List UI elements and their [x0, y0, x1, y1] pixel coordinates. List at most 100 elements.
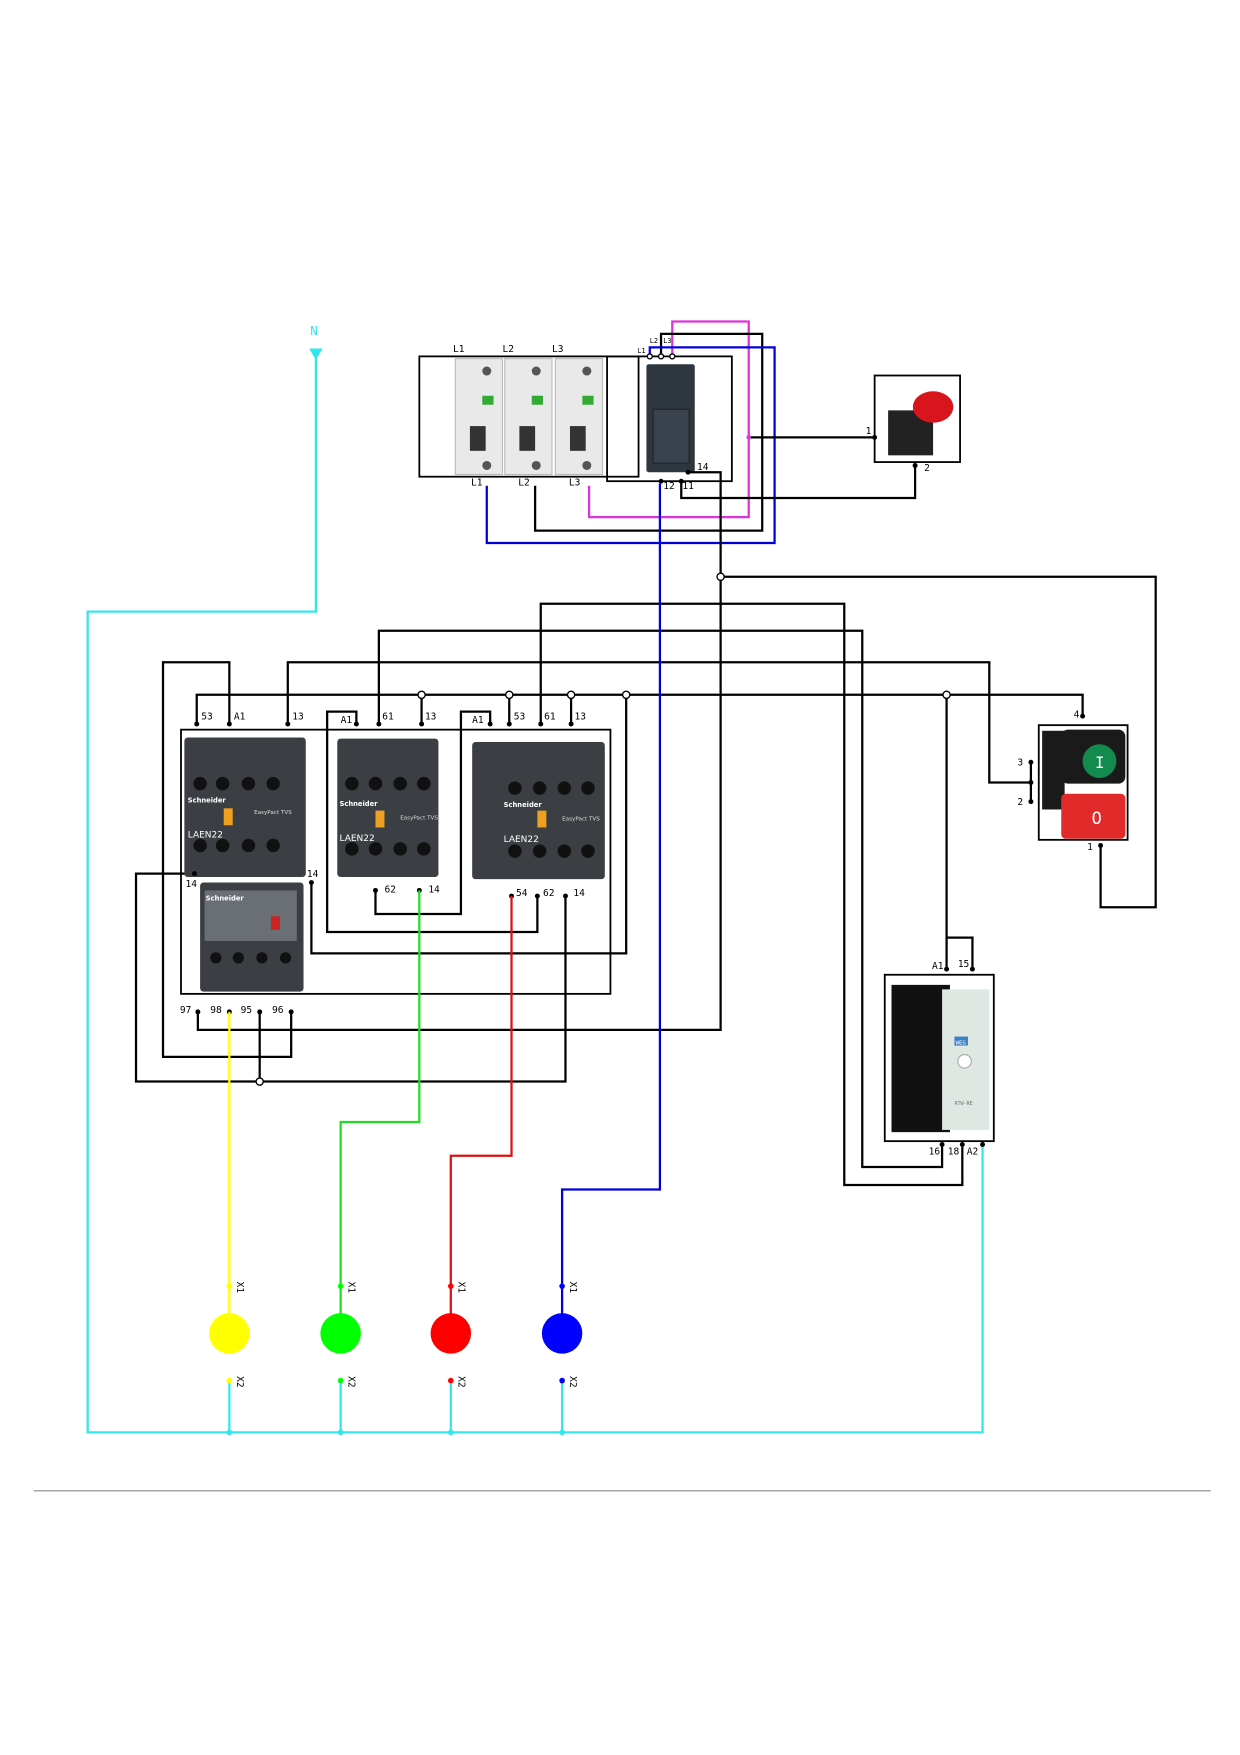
pb-terminal-label: 1 — [1087, 842, 1093, 853]
breaker-top-label: L2 — [503, 344, 514, 355]
k3-terminal-label: 53 — [514, 712, 526, 723]
timer-terminal-label: A1 — [932, 961, 944, 972]
stop-symbol: O — [1092, 808, 1102, 828]
k3-terminal-label: 14 — [573, 888, 585, 899]
overload-terminal-label: 95 — [241, 1005, 252, 1016]
neutral-arrow-icon — [309, 348, 323, 360]
pb-terminal-label: 2 — [1017, 797, 1023, 808]
breaker-bottom-label: L1 — [471, 478, 483, 489]
overload-terminal-label: 98 — [210, 1005, 222, 1016]
blue-lamp-wire — [560, 483, 662, 1334]
breaker-bottom-label: L3 — [569, 478, 581, 489]
lamp-terminal-label: X1 — [234, 1282, 245, 1294]
red-lamp-wire — [449, 896, 513, 1334]
model-text: RTW-RE — [954, 1101, 972, 1107]
green-lamp-wire — [339, 890, 421, 1334]
brand-text: Schneider — [504, 801, 543, 809]
breaker-top-label: L3 — [552, 344, 564, 355]
emergency-stop-button[interactable]: 1 2 — [866, 374, 961, 475]
estop-2-wire — [680, 465, 917, 500]
neutral-label: N — [310, 324, 317, 338]
breaker-3[interactable] — [554, 358, 604, 476]
phase-l3-wire — [587, 320, 750, 519]
model-text: LAEN22 — [188, 831, 223, 841]
pilot-lamp-yellow: X1 X2 — [209, 1282, 250, 1388]
breaker-bottom-label: L2 — [518, 478, 529, 489]
contactor-k1[interactable]: Schneider LAEN22 EasyPact TVS — [184, 737, 306, 877]
series-text: EasyPact TVS — [562, 817, 600, 823]
k3-terminal-label: 61 — [544, 712, 556, 723]
k1-terminal-label: 14 — [307, 869, 319, 880]
relay-input-label: L3 — [663, 337, 671, 345]
lamp-terminal-label: X2 — [234, 1376, 245, 1388]
start-button[interactable] — [1082, 744, 1117, 779]
k2-terminal-label: 61 — [382, 712, 394, 723]
brand-text: WEG — [956, 1040, 967, 1046]
relay-14-wire — [196, 471, 722, 1031]
estop-terminal-label: 2 — [924, 463, 930, 474]
model-text: LAEN22 — [340, 834, 375, 844]
lamp-terminal-label: X1 — [456, 1282, 467, 1294]
contactor-enclosure — [180, 728, 612, 995]
contactor-k2[interactable]: Schneider LAEN22 EasyPact TVS — [337, 738, 439, 877]
overload-terminal-label: 96 — [272, 1005, 284, 1016]
phase-l2-wire — [533, 332, 764, 532]
phase-l1-wire — [485, 346, 776, 545]
brand-text: Schneider — [188, 797, 227, 805]
start-stop-pushbutton[interactable]: I O — [1037, 724, 1129, 841]
series-text: EasyPact TVS — [254, 810, 292, 816]
model-text: LAEN22 — [504, 835, 539, 845]
k3-61-wire — [539, 602, 964, 1187]
lamp-terminal-label: X1 — [346, 1282, 357, 1294]
k2-terminal-label: 62 — [384, 885, 395, 896]
brand-text: Schneider — [340, 800, 379, 808]
timer-terminal-label: 18 — [948, 1147, 960, 1158]
timer-terminal-label: 15 — [958, 959, 969, 970]
brand-text: Schneider — [206, 895, 245, 903]
k3-terminal-label: 62 — [543, 888, 554, 899]
relay-input-label: L2 — [650, 337, 658, 345]
k2-61-wire — [377, 629, 944, 1169]
k1-a1-wire — [161, 661, 293, 1058]
overload-terminal-label: 97 — [180, 1005, 192, 1016]
contactor-k3[interactable]: Schneider LAEN22 EasyPact TVS — [472, 742, 605, 880]
timer-terminal-label: 16 — [929, 1147, 941, 1158]
estop-terminal-label: 1 — [866, 426, 872, 437]
bus-618 — [195, 693, 1084, 725]
k3-terminal-label: 54 — [516, 888, 528, 899]
breaker-top-label: L1 — [453, 344, 465, 355]
k1-terminal-label: A1 — [234, 712, 246, 723]
k2-terminal-label: A1 — [341, 715, 353, 726]
pilot-lamp-red: X1 X2 — [430, 1282, 472, 1388]
timer-terminal-label: A2 — [967, 1147, 978, 1158]
k2-terminal-label: 14 — [428, 885, 440, 896]
circuit-breakers: L1 L2 L3 L1 L2 L3 — [418, 344, 640, 489]
lamp-terminal-label: X2 — [346, 1376, 357, 1388]
stop-button[interactable] — [1061, 793, 1126, 839]
series-text: EasyPact TVS — [400, 816, 438, 822]
neutral-wire — [86, 357, 984, 1434]
pb-terminal-label: 4 — [1074, 709, 1080, 720]
lamp-terminal-label: X2 — [456, 1376, 467, 1388]
relay-output-label: 11 — [682, 481, 694, 492]
k2-terminal-label: 13 — [425, 712, 437, 723]
pilot-lamp-green: X1 X2 — [320, 1282, 361, 1388]
breaker-2[interactable] — [504, 358, 553, 476]
k1-terminal-label: 53 — [201, 712, 213, 723]
lamp-terminal-label: X2 — [567, 1376, 578, 1388]
overload-relay[interactable]: Schneider — [200, 882, 304, 992]
k1-13-wire — [286, 661, 1031, 784]
stop-feed-wire — [720, 575, 1157, 909]
timer-relay[interactable]: WEG RTW-RE — [883, 973, 995, 1143]
neutral-supply: N — [86, 324, 984, 1436]
relay-input-label: L1 — [637, 347, 645, 355]
k3-terminal-label: A1 — [472, 715, 484, 726]
k3-terminal-label: 13 — [574, 712, 586, 723]
relay-output-label: 14 — [697, 462, 709, 473]
pb-terminal-label: 3 — [1017, 758, 1023, 769]
lamp-terminal-label: X1 — [567, 1282, 578, 1294]
k1-terminal-label: 13 — [292, 712, 304, 723]
phase-monitoring-relay: L1 L2 L3 14 12 11 — [606, 337, 733, 492]
breaker-1[interactable] — [454, 358, 504, 476]
